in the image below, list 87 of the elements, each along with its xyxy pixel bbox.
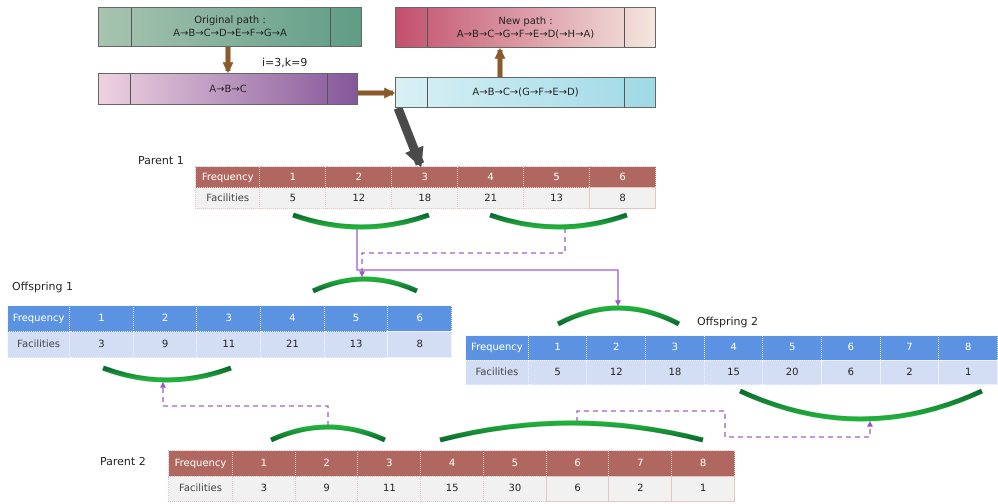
header-cell: 2 — [133, 306, 197, 332]
header-cell: 4 — [260, 306, 324, 332]
table-title: Offspring 1 — [12, 280, 73, 293]
row-header: Facilities — [168, 476, 232, 502]
header-cell: 6 — [546, 450, 609, 476]
path-text: A→B→C→D→E→F→G→A — [173, 27, 287, 40]
header-cell: 1 — [232, 450, 296, 476]
row-header: Facilities — [466, 360, 528, 384]
path-box — [98, 7, 362, 47]
row-header: Facilities — [8, 332, 70, 358]
table-cell: 6 — [821, 360, 880, 384]
table-cell: 12 — [326, 188, 392, 208]
table-cell: 21 — [458, 188, 524, 208]
header-cell: 6 — [821, 336, 880, 360]
header-cell: 4 — [420, 450, 484, 476]
header-cell: 8 — [938, 336, 998, 360]
header-cell: 7 — [608, 450, 672, 476]
table-title: Offspring 2 — [697, 315, 758, 328]
connector-arrow — [576, 410, 873, 438]
header-cell: 2 — [295, 450, 358, 476]
header-cell: 2 — [326, 166, 392, 188]
table-cell: 3 — [70, 332, 134, 358]
path-heading: New path : — [498, 14, 553, 28]
table-cell: 5 — [528, 360, 587, 384]
table-cell: 8 — [590, 188, 656, 208]
header-cell: 3 — [646, 336, 704, 360]
table-cell: 9 — [133, 332, 197, 358]
table-cell: 8 — [388, 332, 452, 358]
header-cell: 4 — [704, 336, 763, 360]
table-cell: 21 — [260, 332, 324, 358]
table-cell: 13 — [324, 332, 388, 358]
header-cell: 6 — [388, 306, 452, 332]
table-cell: 5 — [260, 188, 326, 208]
header-cell: 1 — [528, 336, 587, 360]
table-cell: 15 — [420, 476, 484, 502]
table-cell: 30 — [483, 476, 546, 502]
connector-arrow — [359, 228, 566, 278]
table-cell: 9 — [295, 476, 358, 502]
header-cell: 6 — [590, 166, 656, 188]
table-cell: 12 — [586, 360, 646, 384]
header-cell: 7 — [880, 336, 939, 360]
connector-arrow — [356, 228, 621, 306]
header-cell: 8 — [672, 450, 734, 476]
header-cell: 4 — [458, 166, 524, 188]
table-cell: 11 — [358, 476, 421, 502]
table-cell: 20 — [762, 360, 822, 384]
table-cell: 18 — [392, 188, 458, 208]
header-cell: 5 — [324, 306, 388, 332]
table-cell: 3 — [232, 476, 296, 502]
path-text: A→B→C — [209, 82, 247, 96]
header-cell: 3 — [358, 450, 421, 476]
path-text: A→B→C→G→F→E→D(→H→A) — [456, 28, 594, 40]
header-cell: 3 — [196, 306, 261, 332]
block-arrow — [394, 106, 424, 168]
header-cell: 1 — [260, 166, 326, 188]
header-cell: 1 — [70, 306, 134, 332]
block-arrow — [358, 88, 396, 98]
table-cell: 18 — [646, 360, 704, 384]
table-cell: 13 — [524, 188, 590, 208]
header-cell: 2 — [586, 336, 646, 360]
path-heading: Original path : — [194, 14, 266, 27]
header-cell: 5 — [762, 336, 822, 360]
row-header: Frequency — [168, 450, 232, 476]
path-text: A→B→C→(G→F→E→D) — [472, 86, 579, 99]
row-header: Frequency — [466, 336, 528, 360]
path-box — [98, 73, 358, 105]
table-cell: 15 — [704, 360, 763, 384]
table-cell: 1 — [672, 476, 734, 502]
table-cell: 6 — [546, 476, 609, 502]
table-cell: 2 — [880, 360, 939, 384]
parameter-label: i=3,k=9 — [262, 56, 308, 69]
table-cell: 2 — [608, 476, 672, 502]
connector-arrow — [160, 382, 329, 426]
header-cell: 5 — [483, 450, 546, 476]
table-title: Parent 1 — [138, 154, 184, 167]
table-cell: 11 — [196, 332, 261, 358]
table-cell: 1 — [938, 360, 998, 384]
row-header: Frequency — [196, 166, 260, 188]
header-cell: 3 — [392, 166, 458, 188]
block-arrow — [222, 47, 234, 74]
header-cell: 5 — [524, 166, 590, 188]
row-header: Frequency — [8, 306, 70, 332]
path-box — [395, 77, 656, 108]
block-arrow — [494, 48, 506, 77]
row-header: Facilities — [196, 188, 260, 208]
path-box — [395, 7, 656, 48]
table-title: Parent 2 — [100, 455, 146, 468]
